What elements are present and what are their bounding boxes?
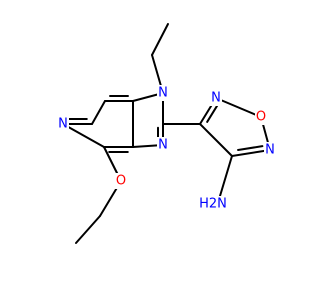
atom-label-background bbox=[157, 137, 169, 153]
bond-Nox2-C4ox bbox=[231, 149, 271, 157]
atom-label-n1: N bbox=[158, 86, 168, 101]
bond-Nox1-Oox bbox=[215, 97, 262, 118]
bonds bbox=[62, 23, 271, 244]
atom-label-nh2: H2N bbox=[199, 197, 227, 212]
double-bond-Nox2-C4ox bbox=[237, 145, 264, 151]
atom-label-background bbox=[115, 173, 127, 189]
bond-C4ox-NH2 bbox=[219, 155, 233, 197]
atom-label-background bbox=[200, 196, 226, 212]
atom-label-background bbox=[57, 116, 69, 132]
chemical-structure: N N N O N O N H2N bbox=[57, 23, 276, 244]
atom-label-o-ether: O bbox=[116, 174, 126, 189]
atom-label-n-ox-bottom: N bbox=[265, 143, 275, 158]
atom-label-background bbox=[157, 85, 169, 101]
atom-label-background bbox=[210, 90, 222, 106]
atom-label-background bbox=[255, 109, 267, 125]
atom-label-n-ox-top: N bbox=[211, 91, 221, 106]
bond-C7-C6 bbox=[91, 100, 106, 125]
atom-label-n5: N bbox=[58, 117, 68, 132]
atom-labels: N N N O N O N H2N bbox=[57, 85, 276, 212]
bond-C4ox-C3ox bbox=[199, 123, 233, 157]
bond-N5-C4 bbox=[62, 123, 105, 148]
double-bond-C3ox-Nox1 bbox=[206, 104, 219, 123]
bond-Cn1-Cn2 bbox=[151, 23, 169, 56]
atom-label-background bbox=[264, 142, 276, 158]
atom-label-o-ox: O bbox=[256, 110, 266, 125]
bond-Ce1-Ce2 bbox=[75, 215, 101, 244]
atom-label-n3: N bbox=[158, 138, 168, 153]
